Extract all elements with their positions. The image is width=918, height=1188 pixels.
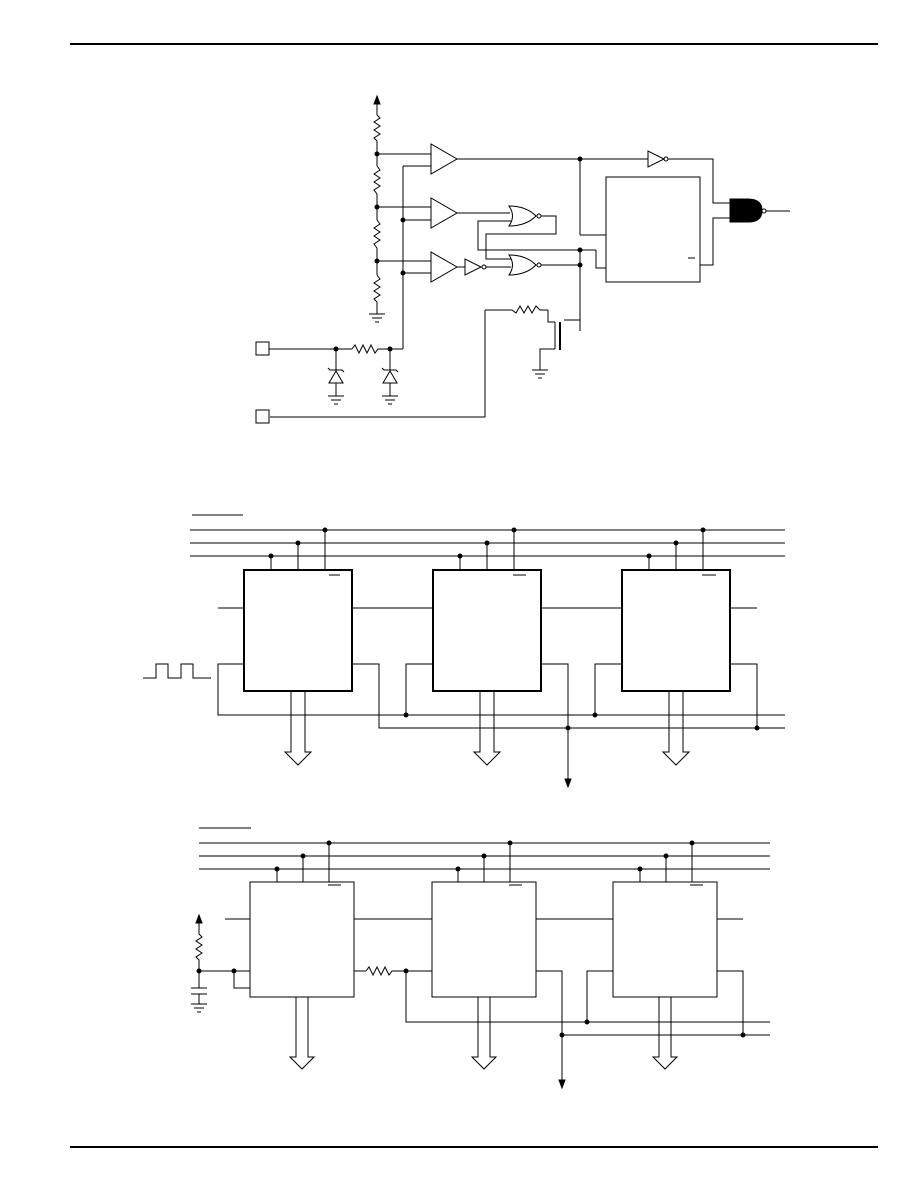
data-bus-arrow-5 [472, 997, 496, 1069]
middle-circuit [143, 515, 785, 787]
inverter-mid [465, 259, 481, 275]
chip-block-6 [613, 882, 717, 997]
supply-arrow-icon [196, 915, 202, 923]
input-pin-1 [256, 342, 269, 355]
chip-block-5 [432, 882, 536, 997]
data-bus-arrow-1 [285, 691, 311, 765]
logic-block-top [606, 177, 700, 282]
footer-rule [70, 1146, 878, 1148]
chip-block-4 [250, 882, 354, 997]
resistor-r2 [374, 166, 380, 194]
resistor-series [366, 967, 432, 975]
and-gate-output [730, 199, 762, 222]
zener-diode-2 [382, 349, 398, 404]
supply-arrow-icon [374, 96, 380, 104]
comparator-3 [431, 252, 457, 282]
resistor-reset [196, 934, 202, 971]
comparator-2 [431, 198, 457, 228]
data-bus-arrow-3 [663, 691, 689, 765]
output-arrow-icon [565, 779, 571, 787]
header-rule [70, 43, 878, 45]
ground-icon [532, 370, 548, 378]
chip-block-2 [433, 570, 541, 691]
data-bus-arrow-4 [290, 997, 314, 1069]
input-pin-2 [256, 410, 269, 423]
resistor-gate [485, 306, 548, 313]
data-bus-arrow-2 [474, 691, 500, 765]
data-bus-arrow-6 [653, 997, 677, 1069]
resistor-r4 [374, 275, 380, 302]
resistor-r3 [374, 220, 380, 248]
zener-diode-1 [328, 349, 344, 404]
comparator-1 [431, 144, 457, 174]
chip-block-3 [622, 570, 730, 691]
nor-gate-upper [509, 206, 536, 226]
inverter-top [648, 151, 664, 167]
top-circuit [256, 96, 790, 423]
resistor-r1 [374, 115, 380, 141]
capacitor-icon [191, 988, 207, 1012]
chip-block-1 [244, 570, 352, 691]
bottom-circuit [191, 828, 770, 1088]
nor-gate-lower [509, 255, 536, 275]
output-arrow-icon [559, 1080, 565, 1088]
clock-waveform [143, 664, 211, 678]
ground-icon [369, 314, 385, 322]
resistor-input [352, 345, 403, 353]
